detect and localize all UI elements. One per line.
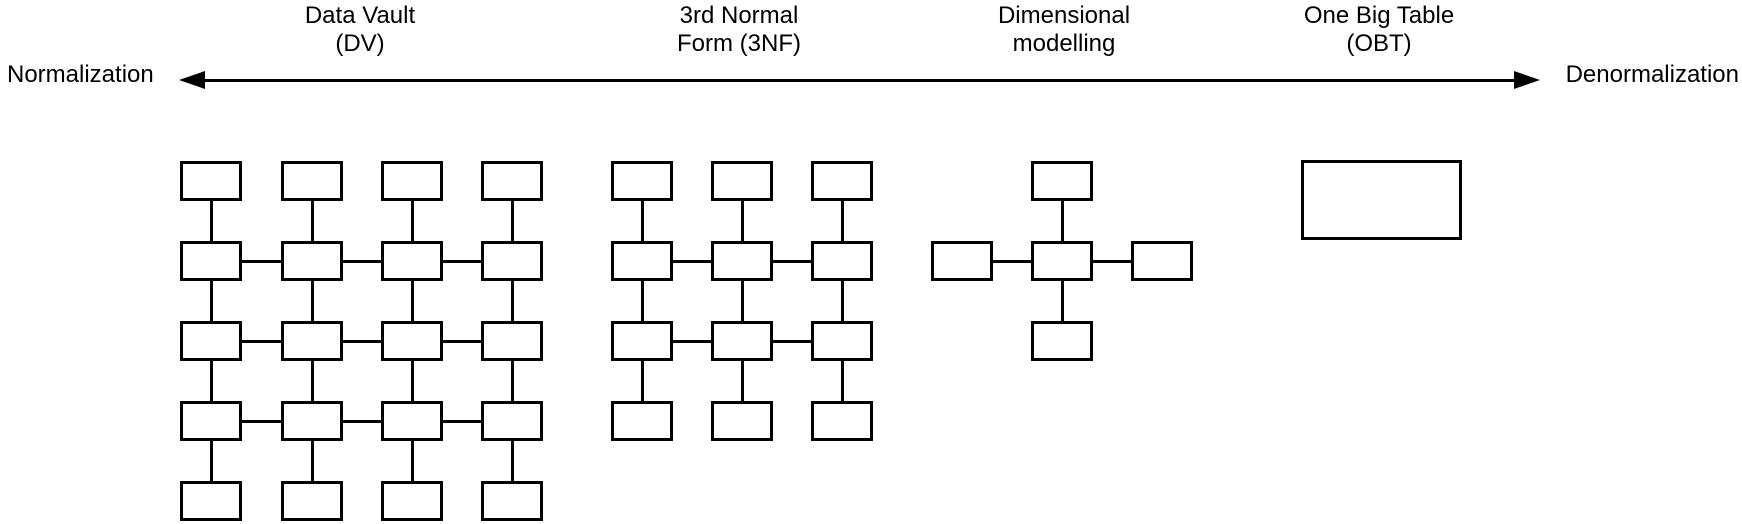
data-vault-table-box — [180, 321, 242, 361]
relationship-connector — [740, 341, 744, 421]
data-vault-table-box — [481, 241, 543, 281]
relationship-connector — [840, 341, 844, 421]
3nf-table-box — [611, 161, 673, 201]
method-label-obt: One Big Table(OBT) — [1304, 2, 1454, 58]
3nf-table-box — [811, 321, 873, 361]
relationship-connector — [510, 181, 514, 261]
data-vault-table-box — [180, 401, 242, 441]
relationship-connector — [642, 259, 742, 263]
relationship-connector — [312, 259, 412, 263]
relationship-connector — [740, 261, 744, 341]
dimensional-dimension-box — [1131, 241, 1193, 281]
relationship-connector — [642, 339, 742, 343]
relationship-connector — [310, 421, 314, 501]
3nf-table-box — [811, 401, 873, 441]
3nf-table-box — [711, 161, 773, 201]
3nf-table-box — [811, 241, 873, 281]
relationship-connector — [211, 339, 312, 343]
data-vault-table-box — [281, 481, 343, 521]
relationship-connector — [412, 339, 512, 343]
data-vault-table-box — [281, 401, 343, 441]
relationship-connector — [209, 341, 213, 421]
dimensional-dimension-box — [1031, 321, 1093, 361]
relationship-connector — [410, 421, 414, 501]
axis-label-denormalization: Denormalization — [1565, 61, 1739, 88]
data-vault-table-box — [180, 241, 242, 281]
dimensional-dimension-box — [931, 241, 993, 281]
relationship-connector — [209, 261, 213, 341]
arrow-head-right-icon — [1514, 71, 1540, 89]
relationship-connector — [640, 341, 644, 421]
relationship-connector — [1060, 181, 1064, 261]
data-vault-table-box — [381, 161, 443, 201]
relationship-connector — [510, 261, 514, 341]
relationship-connector — [740, 181, 744, 261]
relationship-connector — [312, 339, 412, 343]
relationship-connector — [742, 339, 842, 343]
3nf-table-box — [711, 241, 773, 281]
relationship-connector — [310, 261, 314, 341]
data-vault-table-box — [481, 321, 543, 361]
3nf-table-box — [711, 321, 773, 361]
relationship-connector — [310, 181, 314, 261]
relationship-connector — [1062, 259, 1162, 263]
relationship-connector — [211, 419, 312, 423]
method-label-dimensional-line2: modelling — [1012, 30, 1116, 57]
relationship-connector — [412, 259, 512, 263]
relationship-connector — [412, 419, 512, 423]
obt-table-box — [1301, 160, 1462, 240]
relationship-connector — [1060, 261, 1064, 341]
method-label-data-vault: Data Vault(DV) — [305, 2, 415, 58]
3nf-table-box — [611, 401, 673, 441]
data-vault-table-box — [281, 241, 343, 281]
3nf-table-box — [611, 321, 673, 361]
relationship-connector — [640, 261, 644, 341]
relationship-connector — [510, 341, 514, 421]
relationship-connector — [840, 261, 844, 341]
data-vault-table-box — [381, 321, 443, 361]
method-label-3nf-line2: Form (3NF) — [677, 30, 801, 57]
axis-label-normalization: Normalization — [7, 61, 154, 88]
3nf-table-box — [611, 241, 673, 281]
method-label-3nf-line1: 3rd Normal — [679, 2, 799, 29]
relationship-connector — [310, 341, 314, 421]
relationship-connector — [209, 181, 213, 261]
data-vault-table-box — [481, 401, 543, 441]
relationship-connector — [410, 341, 414, 421]
method-label-obt-line1: One Big Table — [1303, 2, 1455, 29]
data-vault-table-box — [481, 481, 543, 521]
relationship-connector — [640, 181, 644, 261]
method-label-data-vault-line2: (DV) — [335, 30, 385, 57]
relationship-connector — [410, 261, 414, 341]
data-vault-table-box — [381, 481, 443, 521]
relationship-connector — [312, 419, 412, 423]
dimensional-fact-box — [1031, 241, 1093, 281]
relationship-connector — [209, 421, 213, 501]
arrow-head-left-icon — [179, 71, 205, 89]
method-label-obt-line2: (OBT) — [1346, 30, 1412, 57]
data-vault-table-box — [180, 161, 242, 201]
data-vault-table-box — [481, 161, 543, 201]
data-vault-table-box — [180, 481, 242, 521]
data-vault-table-box — [381, 241, 443, 281]
arrow-line — [199, 78, 1520, 82]
3nf-table-box — [811, 161, 873, 201]
relationship-connector — [510, 421, 514, 501]
relationship-connector — [211, 259, 312, 263]
relationship-connector — [840, 181, 844, 261]
dimensional-dimension-box — [1031, 161, 1093, 201]
relationship-connector — [742, 259, 842, 263]
data-vault-table-box — [281, 161, 343, 201]
data-vault-table-box — [381, 401, 443, 441]
method-label-dimensional-line1: Dimensional — [997, 2, 1131, 29]
method-label-data-vault-line1: Data Vault — [304, 2, 416, 29]
3nf-table-box — [711, 401, 773, 441]
relationship-connector — [410, 181, 414, 261]
data-vault-table-box — [281, 321, 343, 361]
relationship-connector — [962, 259, 1062, 263]
